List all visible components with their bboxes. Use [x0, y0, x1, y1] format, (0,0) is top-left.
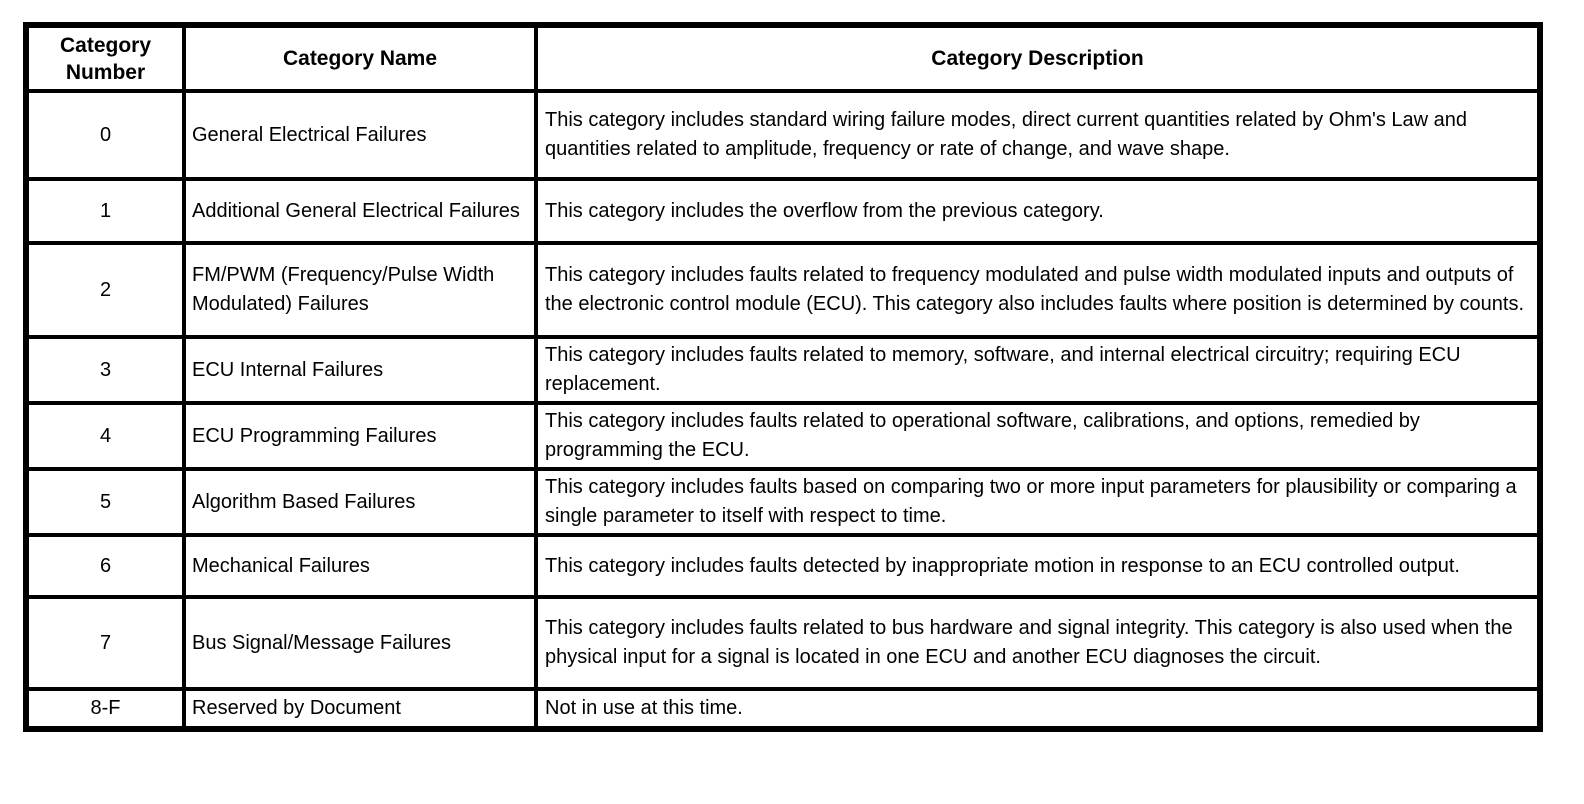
cell-category-description: This category includes the overflow from…	[534, 177, 1542, 245]
table-row: 3 ECU Internal Failures This category in…	[24, 335, 1542, 405]
cell-category-description: This category includes faults related to…	[534, 335, 1542, 405]
header-category-number: Category Number	[24, 23, 186, 93]
cell-category-name: Reserved by Document	[182, 687, 538, 731]
table-row: 2 FM/PWM (Frequency/Pulse Width Modulate…	[24, 241, 1542, 339]
table-row: 6 Mechanical Failures This category incl…	[24, 533, 1542, 599]
header-category-description: Category Description	[534, 23, 1542, 93]
cell-category-number: 7	[24, 595, 186, 691]
cell-category-description: This category includes faults related to…	[534, 241, 1542, 339]
cell-category-number: 4	[24, 401, 186, 471]
cell-category-description: This category includes faults based on c…	[534, 467, 1542, 537]
fault-category-table: Category Number Category Name Category D…	[23, 22, 1543, 732]
cell-category-name: FM/PWM (Frequency/Pulse Width Modulated)…	[182, 241, 538, 339]
cell-category-number: 0	[24, 89, 186, 181]
cell-category-description: Not in use at this time.	[534, 687, 1542, 731]
cell-category-description: This category includes standard wiring f…	[534, 89, 1542, 181]
table-row: 8-F Reserved by Document Not in use at t…	[24, 687, 1542, 731]
cell-category-description: This category includes faults related to…	[534, 401, 1542, 471]
cell-category-name: ECU Programming Failures	[182, 401, 538, 471]
cell-category-description: This category includes faults detected b…	[534, 533, 1542, 599]
cell-category-number: 6	[24, 533, 186, 599]
cell-category-number: 3	[24, 335, 186, 405]
cell-category-number: 1	[24, 177, 186, 245]
cell-category-name: Bus Signal/Message Failures	[182, 595, 538, 691]
cell-category-number: 5	[24, 467, 186, 537]
table-row: 5 Algorithm Based Failures This category…	[24, 467, 1542, 537]
cell-category-name: ECU Internal Failures	[182, 335, 538, 405]
cell-category-number: 2	[24, 241, 186, 339]
cell-category-name: Additional General Electrical Failures	[182, 177, 538, 245]
table-row: 0 General Electrical Failures This categ…	[24, 89, 1542, 181]
header-category-name: Category Name	[182, 23, 538, 93]
cell-category-name: General Electrical Failures	[182, 89, 538, 181]
cell-category-description: This category includes faults related to…	[534, 595, 1542, 691]
cell-category-name: Algorithm Based Failures	[182, 467, 538, 537]
table-row: 4 ECU Programming Failures This category…	[24, 401, 1542, 471]
table-row: 1 Additional General Electrical Failures…	[24, 177, 1542, 245]
cell-category-name: Mechanical Failures	[182, 533, 538, 599]
table-row: 7 Bus Signal/Message Failures This categ…	[24, 595, 1542, 691]
cell-category-number: 8-F	[24, 687, 186, 731]
header-row: Category Number Category Name Category D…	[24, 23, 1542, 93]
